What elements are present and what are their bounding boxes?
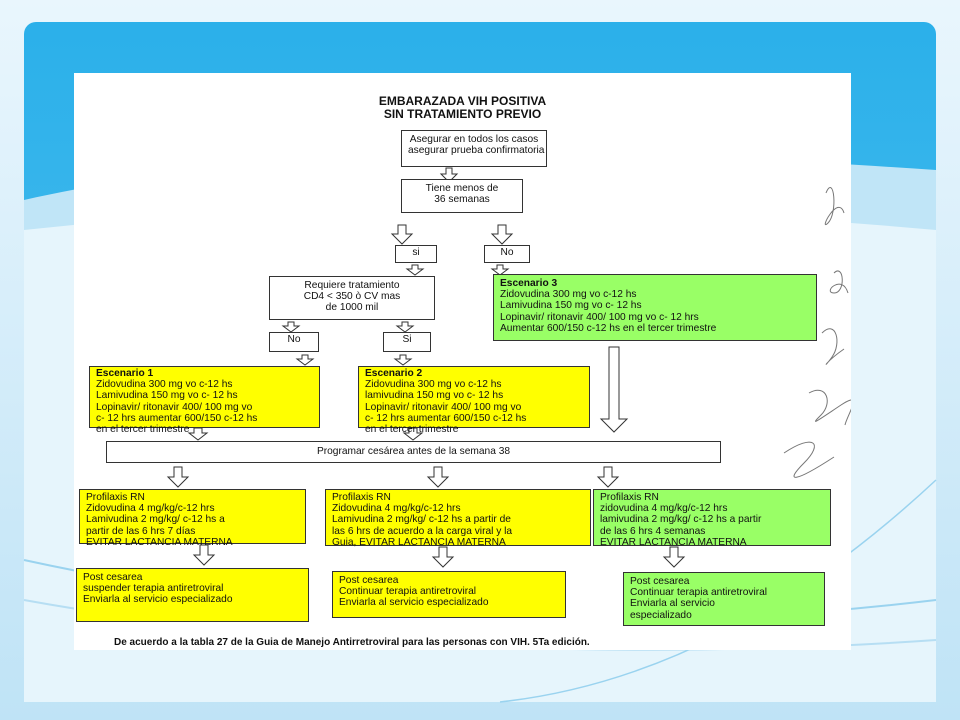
diagram-title: EMBARAZADA VIH POSITIVA <box>378 94 547 108</box>
label-si: si <box>395 245 437 263</box>
arrow-down-icon <box>390 224 414 245</box>
node-asegurar: Asegurar en todos los casos asegurar pru… <box>401 130 547 167</box>
arrow-down-icon <box>439 167 459 183</box>
flowchart-arrows <box>166 167 851 568</box>
flowchart-slide: EMBARAZADA VIH POSITIVA SIN TRATAMIENTO … <box>74 73 851 650</box>
profilaxis-3-box: Profilaxis RN zidovudina 4 mg/kg/c-12 hr… <box>593 489 831 548</box>
node-programar-cesarea: Programar cesárea antes de la semana 38 <box>106 441 721 463</box>
arrow-down-icon <box>596 466 620 488</box>
post-cesarea-1-box: Post cesarea suspender terapia antiretro… <box>76 568 309 622</box>
arrow-down-icon <box>599 346 629 433</box>
arrow-down-icon <box>402 427 424 441</box>
diagram-subtitle: SIN TRATAMIENTO PREVIO <box>383 107 542 121</box>
escenario-1-box: Escenario 1 Zidovudina 300 mg vo c-12 hs… <box>89 366 320 435</box>
signature-scribble <box>783 187 851 478</box>
arrow-down-icon <box>187 427 209 441</box>
arrow-down-icon <box>426 466 450 488</box>
footer-reference: De acuerdo a la tabla 27 de la Guia de M… <box>114 637 590 648</box>
label-no-2: No <box>269 332 319 352</box>
escenario-2-box: Escenario 2 Zidovudina 300 mg vo c-12 hs… <box>358 366 590 435</box>
profilaxis-2-box: Profilaxis RN Zidovudina 4 mg/kg/c-12 hr… <box>325 489 591 548</box>
arrow-down-icon <box>662 546 686 568</box>
arrow-down-icon <box>490 224 514 245</box>
profilaxis-1-box: Profilaxis RN Zidovudina 4 mg/kg/c-12 hr… <box>79 489 306 548</box>
escenario-3-box: Escenario 3 Zidovudina 300 mg vo c-12 hs… <box>493 274 817 341</box>
label-si-2: Si <box>383 332 431 352</box>
post-cesarea-2-box: Post cesarea Continuar terapia antiretro… <box>332 571 566 618</box>
arrow-down-icon <box>393 354 413 366</box>
arrow-down-icon <box>295 354 315 366</box>
post-cesarea-3-box: Post cesarea Continuar terapia antiretro… <box>623 572 825 626</box>
arrow-down-icon <box>490 264 510 276</box>
label-no: No <box>484 245 530 263</box>
arrow-down-icon <box>192 544 216 566</box>
arrow-down-icon <box>166 466 190 488</box>
arrow-down-icon <box>281 321 301 333</box>
node-semanas: Tiene menos de 36 semanas <box>401 179 523 213</box>
arrow-down-icon <box>431 546 455 568</box>
arrow-down-icon <box>395 321 415 333</box>
node-requiere-tratamiento: Requiere tratamiento CD4 < 350 ò CV mas … <box>269 276 435 320</box>
arrow-down-icon <box>405 264 425 276</box>
